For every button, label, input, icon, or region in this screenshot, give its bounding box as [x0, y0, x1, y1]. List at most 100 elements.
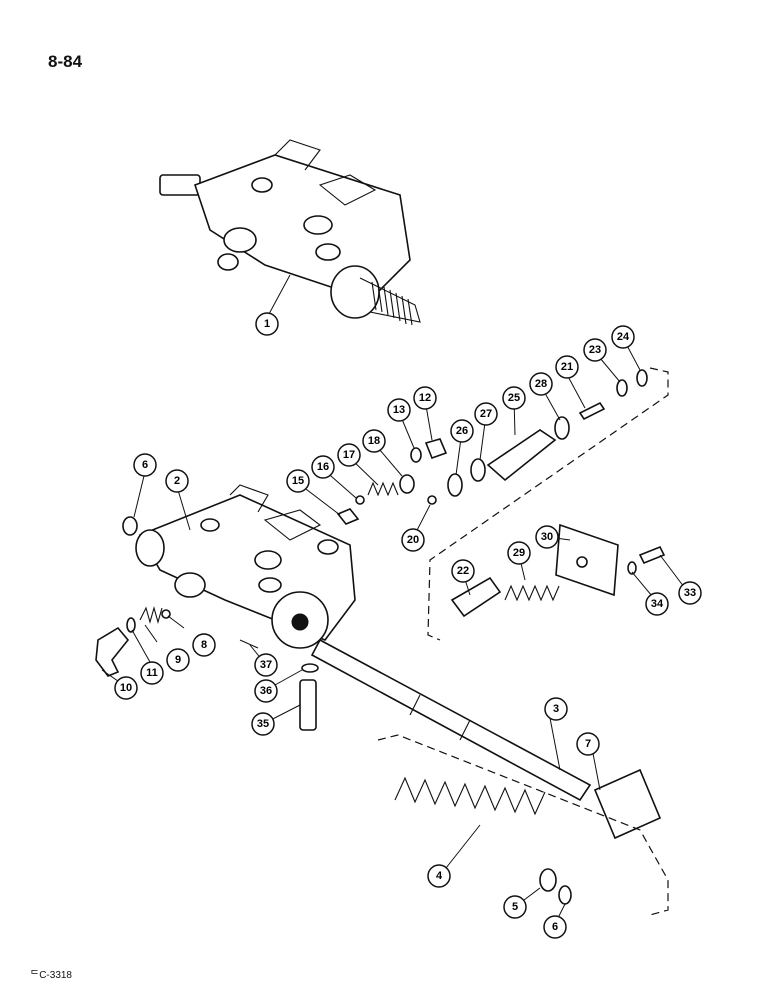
- spool-22: [450, 576, 502, 618]
- svg-text:34: 34: [651, 598, 664, 610]
- o-ring-26: [447, 473, 463, 497]
- o-ring-24: [636, 369, 648, 387]
- svg-text:8: 8: [201, 639, 207, 651]
- o-ring-28: [554, 416, 570, 440]
- callout-22: 22: [451, 559, 475, 583]
- callout-23: 23: [583, 338, 607, 362]
- o-ring-36: [301, 663, 319, 673]
- sleeve-25: [486, 429, 557, 482]
- o-ring-13: [410, 447, 422, 463]
- callout-21: 21: [555, 355, 579, 379]
- callout-37: 37: [254, 653, 278, 677]
- spring-29: [504, 584, 560, 602]
- callout-4: 4: [427, 864, 451, 888]
- callout-29: 29: [507, 541, 531, 565]
- svg-text:5: 5: [512, 901, 518, 913]
- valve-body: [135, 484, 356, 649]
- callout-5: 5: [503, 895, 527, 919]
- callout-25: 25: [502, 386, 526, 410]
- svg-text:22: 22: [457, 565, 469, 577]
- o-ring-23: [616, 379, 628, 397]
- svg-text:37: 37: [260, 659, 272, 671]
- callout-18: 18: [362, 429, 386, 453]
- callout-3: 3: [544, 697, 568, 721]
- svg-text:11: 11: [146, 667, 158, 679]
- plug-12: [424, 438, 448, 460]
- callout-36: 36: [254, 679, 278, 703]
- callout-24: 24: [611, 325, 635, 349]
- svg-text:12: 12: [419, 392, 431, 404]
- control-spool-3: [310, 638, 592, 802]
- callout-1: 1: [255, 312, 279, 336]
- callout-6-lower: 6: [543, 915, 567, 939]
- valve-assembly-complete: [159, 139, 421, 326]
- spring-4: [394, 776, 546, 816]
- callout-8: 8: [192, 633, 216, 657]
- callout-9: 9: [166, 648, 190, 672]
- callout-10: 10: [114, 676, 138, 700]
- svg-text:28: 28: [535, 378, 547, 390]
- svg-text:10: 10: [120, 682, 132, 694]
- spring-9: [139, 605, 163, 625]
- svg-text:9: 9: [175, 654, 181, 666]
- svg-text:23: 23: [589, 344, 601, 356]
- callout-6-upper: 6: [133, 453, 157, 477]
- washer-18: [399, 474, 415, 494]
- svg-text:17: 17: [343, 449, 355, 461]
- callout-26: 26: [450, 419, 474, 443]
- figure-reference: ᄃC-3318: [30, 970, 72, 981]
- callout-12: 12: [413, 386, 437, 410]
- svg-text:33: 33: [684, 587, 696, 599]
- sleeve-7: [593, 768, 662, 840]
- callout-15: 15: [286, 469, 310, 493]
- callout-33: 33: [678, 581, 702, 605]
- group-outline-lower: [377, 734, 669, 916]
- svg-text:4: 4: [436, 870, 443, 882]
- cover-plate-hole: [576, 556, 588, 568]
- svg-text:3: 3: [553, 703, 559, 715]
- page-number: 8-84: [48, 52, 83, 71]
- svg-text:27: 27: [480, 408, 492, 420]
- callout-20: 20: [401, 528, 425, 552]
- svg-text:6: 6: [142, 459, 148, 471]
- seat-15: [336, 508, 360, 525]
- callout-30: 30: [535, 525, 559, 549]
- pin-37: [239, 639, 259, 649]
- svg-text:35: 35: [257, 718, 269, 730]
- svg-text:6: 6: [552, 921, 558, 933]
- washer-5: [539, 868, 557, 892]
- svg-text:36: 36: [260, 685, 272, 697]
- svg-text:2: 2: [174, 475, 180, 487]
- ball-16: [355, 495, 365, 505]
- snap-ring-6-lower: [558, 885, 572, 905]
- callout-28: 28: [529, 372, 553, 396]
- ring-27: [470, 458, 486, 482]
- elbow-fitting: [95, 626, 130, 677]
- callout-2: 2: [165, 469, 189, 493]
- svg-text:16: 16: [317, 461, 329, 473]
- ball-20: [427, 495, 437, 505]
- svg-text:15: 15: [292, 475, 304, 487]
- svg-text:21: 21: [561, 361, 573, 373]
- svg-text:25: 25: [508, 392, 520, 404]
- stud-35: [299, 679, 317, 731]
- callout-7: 7: [576, 732, 600, 756]
- screw-33: [638, 545, 666, 565]
- svg-text:24: 24: [617, 331, 630, 343]
- callout-35: 35: [251, 712, 275, 736]
- washer-34: [627, 561, 637, 575]
- svg-text:26: 26: [456, 425, 468, 437]
- o-ring-11: [126, 617, 136, 633]
- spring-17: [367, 481, 399, 497]
- svg-text:29: 29: [513, 547, 525, 559]
- svg-text:30: 30: [541, 531, 553, 543]
- svg-text:1: 1: [264, 318, 270, 330]
- callout-11: 11: [140, 661, 164, 685]
- svg-text:20: 20: [407, 534, 419, 546]
- snap-ring-6-upper: [122, 516, 138, 536]
- callout-13: 13: [387, 398, 411, 422]
- svg-text:13: 13: [393, 404, 405, 416]
- group-outline-upper: [427, 367, 669, 641]
- callout-34: 34: [645, 592, 669, 616]
